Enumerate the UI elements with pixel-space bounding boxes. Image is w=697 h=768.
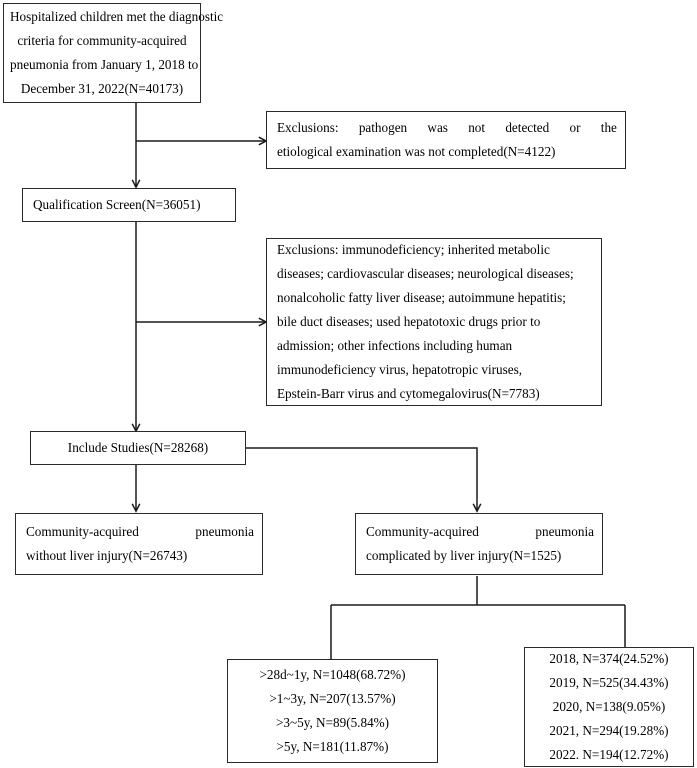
node-without-liver-injury: Community-acquired pneumonia without liv… xyxy=(15,513,263,575)
exclusion-1-word-5: or xyxy=(569,120,581,135)
exclusion-2-line-5: admission; other infections including hu… xyxy=(277,338,513,353)
exclusion-1-word-6: the xyxy=(600,120,617,135)
year-distribution-row-1: 2018, N=374(24.52%) xyxy=(549,651,669,666)
with-liver-injury-word-1: pneumonia xyxy=(535,524,594,539)
age-distribution-row-3: >3~5y, N=89(5.84%) xyxy=(275,715,390,730)
source-population-line-3: pneumonia from January 1, 2018 to xyxy=(10,57,199,72)
without-liver-injury-line-2: without liver injury(N=26743) xyxy=(26,548,188,563)
with-liver-injury-word-0: Community-acquired xyxy=(366,524,479,539)
exclusion-2-line-3: nonalcoholic fatty liver disease; autoim… xyxy=(277,290,566,305)
exclusion-2-line-4: bile duct diseases; used hepatotoxic dru… xyxy=(277,314,541,329)
exclusion-2-line-6: immunodeficiency virus, hepatotropic vir… xyxy=(277,362,523,377)
exclusion-1-line-2: etiological examination was not complete… xyxy=(277,144,556,159)
year-distribution-row-4: 2021, N=294(19.28%) xyxy=(549,723,669,738)
exclusion-1-word-2: was xyxy=(427,120,448,135)
year-distribution-row-5: 2022. N=194(12.72%) xyxy=(549,747,669,762)
exclusion-1-line-1: Exclusions: pathogen was not detected or… xyxy=(277,116,617,140)
with-liver-injury-line-2: complicated by liver injury(N=1525) xyxy=(366,548,562,563)
node-exclusion-2: Exclusions: immunodeficiency; inherited … xyxy=(266,238,602,406)
node-age-distribution: >28d~1y, N=1048(68.72%) >1~3y, N=207(13.… xyxy=(227,659,438,763)
source-population-line-4: December 31, 2022(N=40173) xyxy=(20,81,184,96)
exclusion-1-word-0: Exclusions: xyxy=(277,120,339,135)
include-studies-label: Include Studies(N=28268) xyxy=(67,440,209,455)
node-qualification-screen: Qualification Screen(N=36051) xyxy=(22,188,236,222)
connector-include-to-with-injury xyxy=(246,447,482,513)
source-population-line-2: criteria for community-acquired xyxy=(17,33,187,48)
node-exclusion-1: Exclusions: pathogen was not detected or… xyxy=(266,111,626,169)
with-liver-injury-line-1: Community-acquired pneumonia xyxy=(366,520,594,544)
without-liver-injury-line-1: Community-acquired pneumonia xyxy=(26,520,254,544)
without-liver-injury-word-0: Community-acquired xyxy=(26,524,139,539)
exclusion-2-line-2: diseases; cardiovascular diseases; neuro… xyxy=(277,266,574,281)
exclusion-2-line-7: Epstein-Barr virus and cytomegalovirus(N… xyxy=(277,386,540,401)
exclusion-2-line-1: Exclusions: immunodeficiency; inherited … xyxy=(277,242,550,257)
node-year-distribution: 2018, N=374(24.52%) 2019, N=525(34.43%) … xyxy=(524,647,694,767)
without-liver-injury-word-1: pneumonia xyxy=(195,524,254,539)
year-distribution-row-3: 2020, N=138(9.05%) xyxy=(552,699,666,714)
year-distribution-row-2: 2019, N=525(34.43%) xyxy=(549,675,669,690)
age-distribution-row-1: >28d~1y, N=1048(68.72%) xyxy=(259,667,406,682)
qualification-screen-label: Qualification Screen(N=36051) xyxy=(33,197,201,212)
source-population-line-1: Hospitalized children met the diagnostic xyxy=(10,9,224,24)
exclusion-1-word-1: pathogen xyxy=(358,120,408,135)
age-distribution-row-4: >5y, N=181(11.87%) xyxy=(276,739,389,754)
age-distribution-row-2: >1~3y, N=207(13.57%) xyxy=(269,691,396,706)
node-source-population: Hospitalized children met the diagnostic… xyxy=(3,3,224,103)
exclusion-1-word-4: detected xyxy=(505,120,550,135)
node-include-studies: Include Studies(N=28268) xyxy=(30,431,246,465)
node-with-liver-injury: Community-acquired pneumonia complicated… xyxy=(355,513,603,575)
exclusion-1-word-3: not xyxy=(468,120,486,135)
